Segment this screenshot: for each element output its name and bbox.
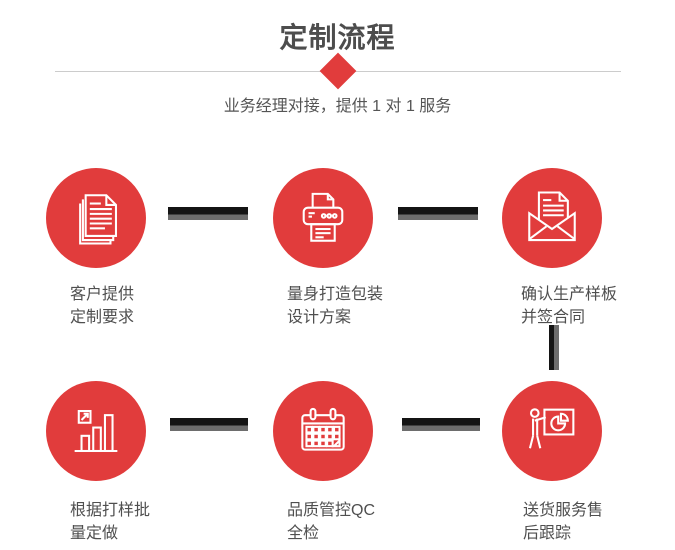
- step-label-line1: 根据打样批: [70, 502, 151, 519]
- connector-step4-step5: [170, 418, 248, 431]
- connector-step3-step6: [549, 325, 559, 370]
- step-circle-packaging-design: [273, 168, 373, 268]
- step-label-line2: 量定做: [70, 525, 119, 542]
- step-circle-sample-contract: [502, 168, 602, 268]
- step-label: 量身打造包装 设计方案: [287, 283, 383, 329]
- step-label-line1: 客户提供: [70, 286, 135, 303]
- step-label-line2: 设计方案: [287, 309, 352, 326]
- step-label-line2: 定制要求: [70, 309, 135, 326]
- step-label: 送货服务售 后跟踪: [523, 499, 603, 545]
- page-title: 定制流程: [279, 22, 396, 53]
- step-label-line2: 后跟踪: [523, 525, 572, 542]
- envelope-icon: [528, 191, 576, 242]
- printer-icon: [302, 192, 344, 242]
- step-label-line1: 送货服务售: [523, 502, 604, 519]
- step-label-line2: 全检: [287, 525, 320, 542]
- step-circle-customer-requirements: [46, 168, 146, 268]
- step-circle-batch-production: [46, 381, 146, 481]
- documents-icon: [79, 194, 118, 245]
- step-label-line2: 并签合同: [521, 309, 586, 326]
- step-label-line1: 品质管控QC: [287, 502, 376, 519]
- bar-chart-icon: [74, 409, 118, 453]
- step-label-line1: 量身打造包装: [287, 286, 384, 303]
- connector-step2-step3: [398, 207, 478, 220]
- step-circle-delivery-aftersales: [502, 381, 602, 481]
- step-label: 根据打样批 量定做: [70, 499, 150, 545]
- step-label: 客户提供 定制要求: [70, 283, 134, 329]
- connector-step5-step6: [402, 418, 480, 431]
- connector-step1-step2: [168, 207, 248, 220]
- step-label: 确认生产样板 并签合同: [521, 283, 617, 329]
- step-label-line1: 确认生产样板: [521, 286, 618, 303]
- calendar-icon: [301, 407, 345, 451]
- subtitle: 业务经理对接，提供 1 对 1 服务: [223, 98, 452, 115]
- step-circle-qc-inspection: [273, 381, 373, 481]
- presentation-icon: [528, 408, 575, 449]
- diamond-icon: [319, 52, 357, 90]
- step-label: 品质管控QC 全检: [287, 499, 375, 545]
